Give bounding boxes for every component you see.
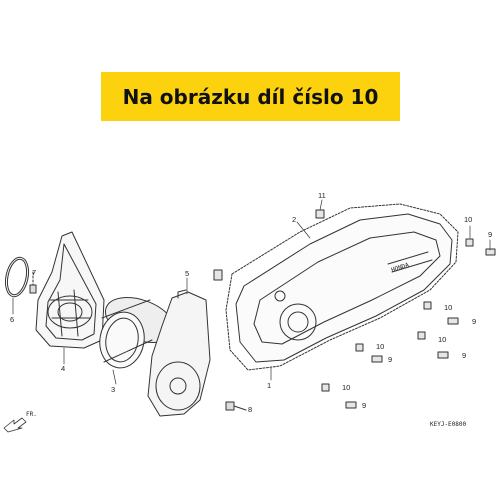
callout-9a: 9 xyxy=(488,230,492,239)
callout-2: 2 xyxy=(292,215,296,224)
callout-10d: 10 xyxy=(376,342,384,351)
callout-10e: 10 xyxy=(342,383,350,392)
callout-6: 6 xyxy=(10,315,14,324)
callout-9e: 9 xyxy=(362,401,366,410)
small-bolt-7 xyxy=(29,271,37,294)
callout-10a: 10 xyxy=(464,215,472,224)
callout-7: 7 xyxy=(32,268,36,277)
callout-10b: 10 xyxy=(444,303,452,312)
callout-3: 3 xyxy=(111,385,115,394)
callout-8: 8 xyxy=(248,405,252,414)
bolt-8 xyxy=(225,401,247,411)
crankcase-cover: HONDA xyxy=(235,213,453,363)
leader-lines xyxy=(12,199,491,385)
callout-9d: 9 xyxy=(388,355,392,364)
callout-4: 4 xyxy=(61,364,65,373)
callout-9b: 9 xyxy=(472,317,476,326)
air-guide-cover xyxy=(147,289,211,417)
bolt-washer-set xyxy=(321,238,496,409)
callout-9c: 9 xyxy=(462,351,466,360)
direction-label: FR. xyxy=(26,411,37,418)
front-direction-arrow: FR. xyxy=(3,411,37,433)
cover-gasket xyxy=(225,203,459,371)
diagram-code: KEYJ-E0800 xyxy=(430,421,467,428)
callout-5: 5 xyxy=(185,269,189,278)
callout-labels: 1 2 3 4 5 6 7 8 9 9 9 9 9 10 10 10 10 10… xyxy=(10,191,492,414)
sleeve-drum xyxy=(99,297,176,369)
fan-cover-frame xyxy=(35,231,105,349)
part-number-banner: Na obrázku díl číslo 10 xyxy=(101,72,400,121)
callout-11: 11 xyxy=(318,191,326,200)
callout-10c: 10 xyxy=(438,335,446,344)
dowel-pins-11 xyxy=(213,209,325,281)
banner-text: Na obrázku díl číslo 10 xyxy=(122,84,379,109)
callout-1: 1 xyxy=(267,381,271,390)
o-ring-seal xyxy=(4,256,30,298)
